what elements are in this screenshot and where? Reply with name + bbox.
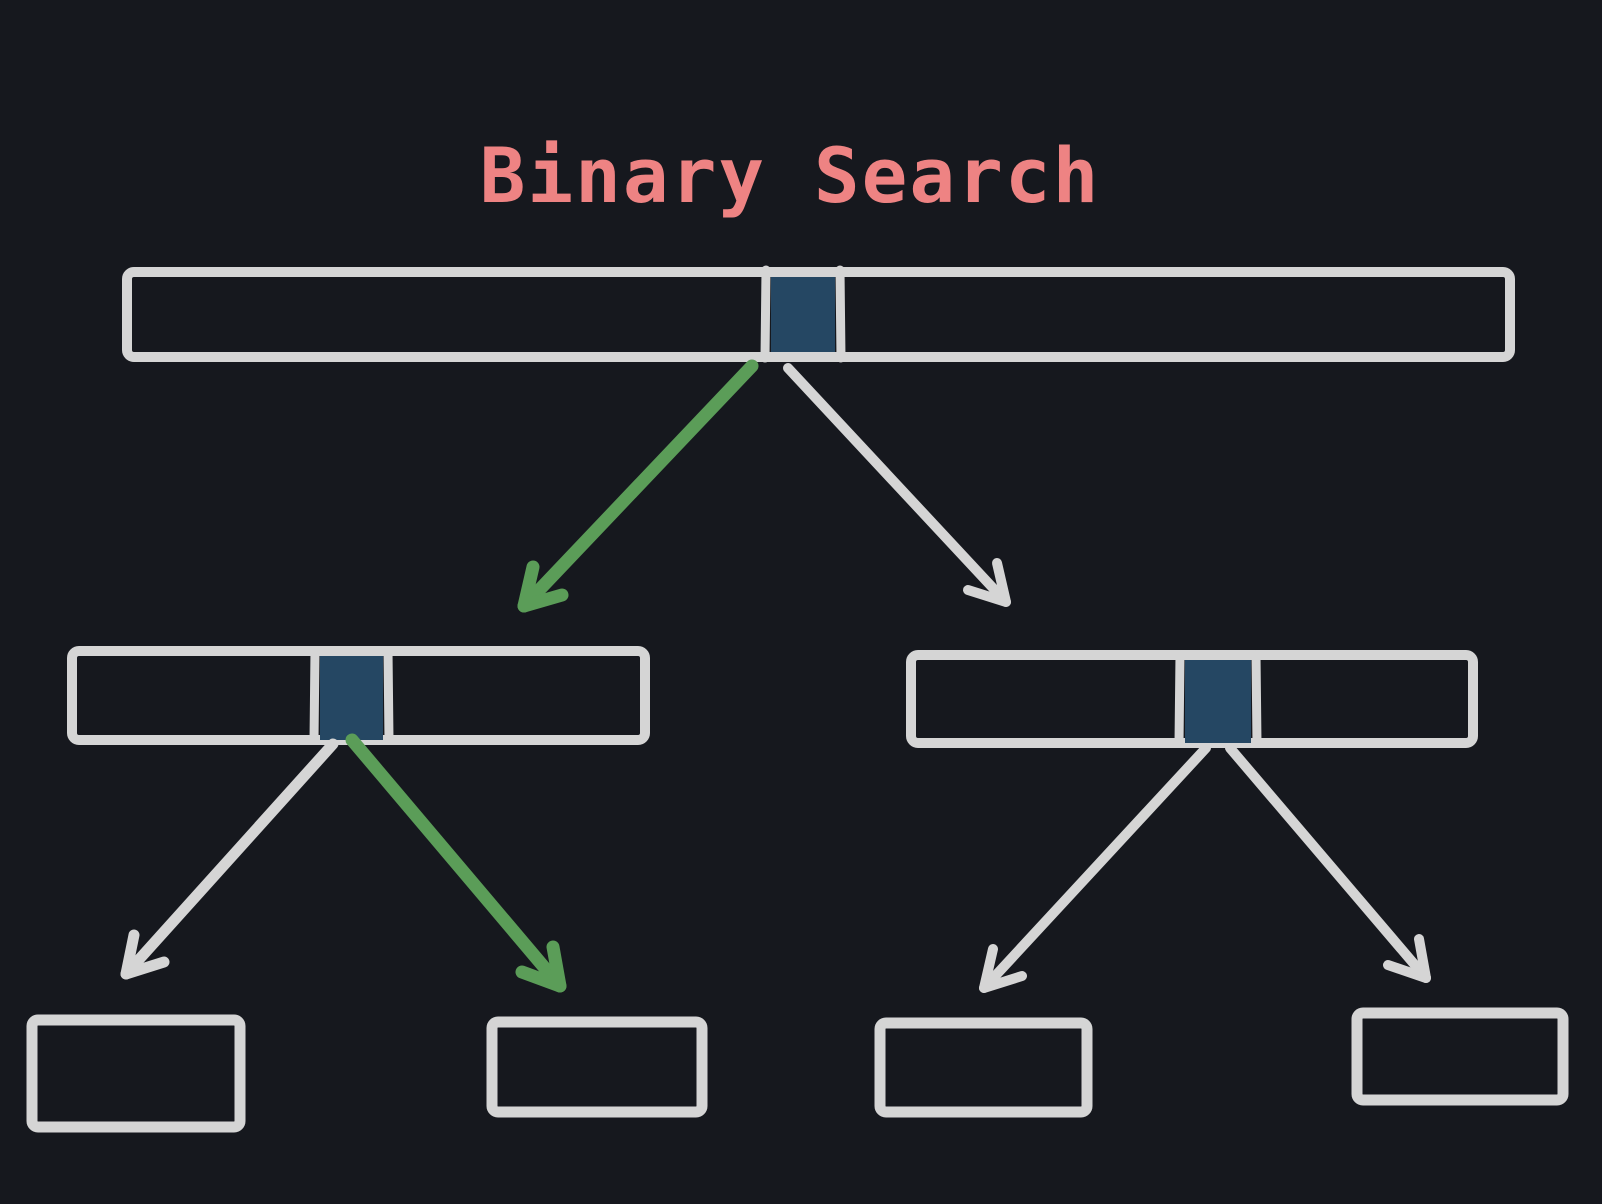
array-level-0 xyxy=(122,265,1515,363)
cell-divider-right xyxy=(835,265,846,363)
leaf-box-1 xyxy=(26,1014,246,1133)
arrowhead-icon xyxy=(963,558,1011,607)
cell-divider-right xyxy=(1251,650,1262,748)
midpoint-cell xyxy=(771,277,835,352)
arrowhead-icon xyxy=(517,560,569,613)
arrow-shaft xyxy=(783,363,1011,607)
midpoint-cell xyxy=(320,656,383,740)
arrowhead-icon xyxy=(120,929,170,980)
cell-divider-left xyxy=(760,265,771,363)
arrow-shaft xyxy=(345,733,567,993)
leaf-box-4 xyxy=(1351,1007,1569,1106)
arrow-shaft xyxy=(1225,743,1431,983)
arrowhead-icon xyxy=(1383,934,1431,983)
arrow-root-to-left-half xyxy=(517,359,759,613)
arrow-root-to-right-half xyxy=(783,363,1011,607)
arrow-right-half-to-leaf-4 xyxy=(1225,743,1431,983)
arrowhead-icon xyxy=(979,944,1027,993)
diagram-title: Binary Search xyxy=(480,131,1101,220)
leaf-box-2 xyxy=(486,1016,708,1118)
arrow-left-half-to-leaf-1 xyxy=(120,738,339,980)
arrow-left-half-to-leaf-2 xyxy=(345,733,567,993)
arrow-shaft xyxy=(120,738,339,980)
arrow-shaft xyxy=(979,743,1211,993)
array-box-full xyxy=(122,267,1515,362)
array-level-1-right xyxy=(906,650,1478,748)
arrowhead-icon xyxy=(515,940,567,993)
cell-divider-right xyxy=(383,646,394,745)
cell-divider-left xyxy=(309,646,320,745)
leaf-box-3 xyxy=(874,1017,1093,1118)
arrow-right-half-to-leaf-3 xyxy=(979,743,1211,993)
array-level-2 xyxy=(26,1007,1569,1133)
midpoint-cell xyxy=(1185,660,1251,743)
arrow-shaft xyxy=(517,359,759,613)
cell-divider-left xyxy=(1174,650,1185,748)
